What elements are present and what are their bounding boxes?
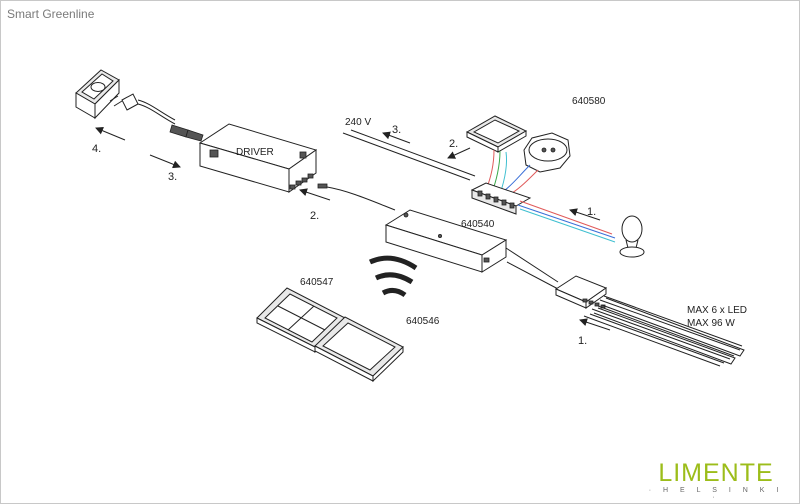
brand-name: LIMENTE [658,459,774,487]
receiver-to-splitter [505,247,559,283]
step-bulb: 1. [587,206,596,218]
wall-socket [75,69,120,120]
wall-switch [465,115,528,153]
remote-double-label: 640547 [300,277,334,288]
arrow-plug [95,126,126,141]
step-strips: 1. [578,335,587,347]
wire-red-2 [511,169,539,194]
max-w-label: MAX 96 W [687,318,735,329]
receiver-unit [384,209,508,273]
driver-box [198,123,318,193]
step-mains: 3. [392,124,401,136]
junction-box [523,132,571,173]
terminal-block [470,182,532,215]
step-plug: 4. [92,143,101,155]
arrow-switch [447,147,471,159]
power-plug [109,93,176,125]
arrow-strips [579,318,611,331]
mains-wire-1 [342,132,471,181]
step-driver-cable: 3. [168,171,177,183]
mains-wire-2 [350,129,476,177]
brand-subtitle: · H E L S I N K I · [648,487,784,501]
step-switch: 2. [449,138,458,150]
step-driver-out: 2. [310,210,319,222]
voltage-label: 240 V [345,117,371,128]
arrow-driver-cable [149,154,181,169]
led-splitter [554,275,608,309]
light-bulb [619,215,645,258]
max-led-label: MAX 6 x LED [687,305,747,316]
wire-red-bulb [519,200,613,235]
wall-switch-label: 640580 [572,96,606,107]
driver-plug [169,124,204,142]
wireless-signal-icon [368,255,418,298]
receiver-label: 640540 [461,219,495,230]
led-strips [583,295,745,367]
driver-output-cable [317,183,396,211]
receiver-to-splitter-2 [506,261,561,291]
arrow-bulb [569,208,601,221]
wire-cyan-bulb [519,208,616,243]
arrow-mains [382,131,411,144]
wire-blue-bulb [517,204,616,239]
brand-logo: LIMENTE · H E L S I N K I · [648,460,784,501]
driver-label: DRIVER [236,147,274,158]
remote-single-label: 640546 [406,316,440,327]
diagram-title: Smart Greenline [7,7,95,21]
wire-blue-1 [504,164,531,191]
arrow-driver-out [299,188,331,201]
remote-single [314,316,404,383]
